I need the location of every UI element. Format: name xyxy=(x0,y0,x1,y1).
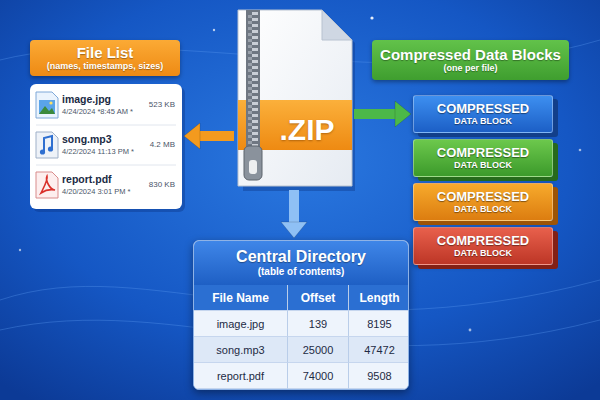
file-entry-text: 523 KB xyxy=(149,100,175,109)
node-subtitle: (one per file) xyxy=(443,63,497,74)
table-cell: report.pdf xyxy=(194,363,288,389)
image-file-icon xyxy=(36,92,58,118)
table-cell: 8195 xyxy=(349,311,409,337)
table-cell: Offset xyxy=(288,285,349,311)
zip-label: .ZIP xyxy=(236,8,352,188)
node-subtitle: DATA BLOCK xyxy=(454,248,512,259)
file-entry-text: 4/24/2024 *8:45 AM * xyxy=(62,107,133,116)
node-title: Central Directory xyxy=(236,248,366,266)
table-value: report.pdf xyxy=(217,370,264,382)
arrow-head xyxy=(395,101,411,127)
node-title: COMPRESSED xyxy=(437,233,529,248)
data-block: COMPRESSEDDATA BLOCK xyxy=(413,227,553,265)
table-cell: 139 xyxy=(288,311,349,337)
connector-arrow xyxy=(354,101,411,127)
column-header: Offset xyxy=(301,291,336,305)
file-entry-text: 4/22/2024 11:13 PM * xyxy=(62,147,134,156)
table-value: 47472 xyxy=(364,344,395,356)
table-value: song.mp3 xyxy=(216,344,264,356)
node-subtitle: (table of contents) xyxy=(258,266,345,278)
arrow-shaft xyxy=(354,109,397,119)
connector-arrow xyxy=(281,190,307,238)
column-header: Length xyxy=(360,291,400,305)
table-value: 8195 xyxy=(367,318,391,330)
file-entry-text: song.mp3 xyxy=(62,133,112,145)
audio-file-icon xyxy=(36,132,58,158)
node-subtitle: DATA BLOCK xyxy=(454,204,512,215)
node-title: Compressed Data Blocks xyxy=(380,46,561,63)
node-title: File List xyxy=(77,44,134,61)
file-entry-text: image.jpg xyxy=(62,93,111,105)
node-title: COMPRESSED xyxy=(437,145,529,160)
table-cell: Length xyxy=(349,285,409,311)
data-block: COMPRESSEDDATA BLOCK xyxy=(413,95,553,133)
central-directory: Central Directory(table of contents) File… xyxy=(193,240,409,390)
arrow-shaft xyxy=(289,190,299,224)
tag-label: Compressed Data Blocks(one per file) xyxy=(372,40,569,80)
file-entry-text: 830 KB xyxy=(149,180,175,189)
node-title: .ZIP xyxy=(279,112,334,148)
file-list-panel xyxy=(30,84,185,212)
table-cell: 25000 xyxy=(288,337,349,363)
node-title: COMPRESSED xyxy=(437,189,529,204)
node-subtitle: DATA BLOCK xyxy=(454,116,512,127)
file-entry-text: report.pdf xyxy=(62,173,112,185)
arrow-shaft xyxy=(198,131,234,141)
table-cell: 74000 xyxy=(288,363,349,389)
table-value: 9508 xyxy=(367,370,391,382)
table-cell: 47472 xyxy=(349,337,409,363)
table-cell: 9508 xyxy=(349,363,409,389)
arrow-head xyxy=(184,123,200,149)
table-value: 139 xyxy=(309,318,327,330)
arrow-head xyxy=(281,222,307,238)
table-cell: image.jpg xyxy=(194,311,288,337)
file-entry-text: 4/20/2024 3:01 PM * xyxy=(62,187,130,196)
table-value: image.jpg xyxy=(217,318,265,330)
table-cell: song.mp3 xyxy=(194,337,288,363)
data-block: COMPRESSEDDATA BLOCK xyxy=(413,139,553,177)
tag-label: File List(names, timestamps, sizes) xyxy=(30,40,180,76)
file-entry-text: 4.2 MB xyxy=(150,140,175,149)
node-subtitle: (names, timestamps, sizes) xyxy=(47,61,164,72)
zip-icon xyxy=(238,10,355,191)
table-value: 25000 xyxy=(303,344,334,356)
table-cell: File Name xyxy=(194,285,288,311)
data-block: COMPRESSEDDATA BLOCK xyxy=(413,183,553,221)
pdf-file-icon xyxy=(36,172,58,198)
node-title: COMPRESSED xyxy=(437,101,529,116)
directory-header: Central Directory(table of contents) xyxy=(194,241,408,285)
column-header: File Name xyxy=(212,291,269,305)
file-list: image.jpg 4/24/2024 *8:45 AM * 523 KB song.… xyxy=(30,84,182,209)
table-value: 74000 xyxy=(303,370,334,382)
connector-arrow xyxy=(184,123,234,149)
node-subtitle: DATA BLOCK xyxy=(454,160,512,171)
